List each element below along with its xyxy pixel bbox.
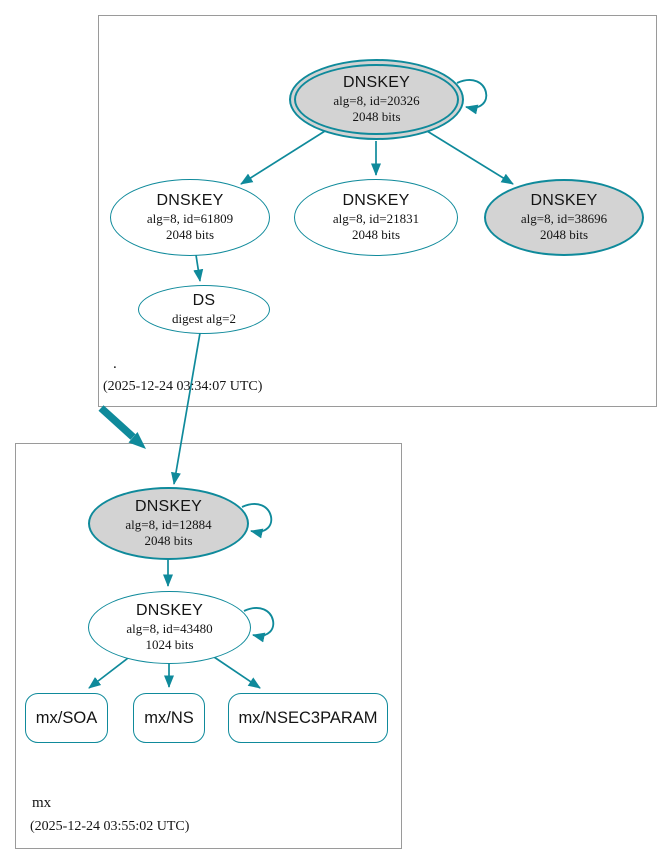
rrset-mx-ns: mx/NS	[133, 693, 205, 743]
edge-root-to-mx-delegation	[98, 405, 136, 440]
edge-ksk20326-to-61809	[240, 130, 326, 185]
selfloop-20326	[456, 79, 488, 115]
ksk-inner-ring: DNSKEY alg=8, id=20326 2048 bits	[294, 64, 459, 135]
edge-ds-to-12884	[171, 332, 201, 485]
edge-ksk20326-to-38696	[426, 130, 514, 185]
selfloop-12884	[241, 503, 273, 539]
node-dnskey-38696: DNSKEY alg=8, id=38696 2048 bits	[484, 179, 644, 256]
rrset-mx-soa: mx/SOA	[25, 693, 108, 743]
rrset-mx-nsec3param: mx/NSEC3PARAM	[228, 693, 388, 743]
delegation-arrowhead	[128, 432, 146, 449]
node-title: DNSKEY	[135, 602, 203, 620]
node-title: DNSKEY	[134, 498, 202, 516]
node-title: DNSKEY	[342, 74, 410, 92]
node-dnskey-43480: DNSKEY alg=8, id=43480 1024 bits	[88, 591, 251, 664]
zone-box-root	[98, 15, 657, 407]
node-title: DNSKEY	[342, 192, 410, 210]
node-id-line: alg=8, id=21831	[332, 211, 420, 227]
node-id-line: alg=8, id=20326	[333, 93, 420, 109]
zone-label-mx: mx	[32, 795, 52, 811]
node-dnskey-20326: DNSKEY alg=8, id=20326 2048 bits	[289, 59, 464, 140]
node-id-line: alg=8, id=12884	[125, 517, 212, 533]
rrset-label: mx/SOA	[35, 708, 98, 727]
ksk-outer-ring: DNSKEY alg=8, id=20326 2048 bits	[289, 59, 464, 140]
edge-43480-to-soa	[88, 657, 129, 689]
node-bits-line: 1024 bits	[145, 636, 194, 652]
rrset-label: mx/NSEC3PARAM	[238, 708, 378, 727]
node-bits-line: 2048 bits	[144, 532, 193, 548]
zone-label-root: .	[113, 356, 117, 372]
node-bits-line: 2048 bits	[352, 108, 401, 124]
edge-43480-to-nsec3param	[213, 656, 261, 689]
node-digest-line: digest alg=2	[171, 311, 237, 327]
node-id-line: alg=8, id=61809	[146, 211, 234, 227]
node-ds: DS digest alg=2	[138, 285, 270, 334]
selfloop-43480	[243, 607, 275, 643]
node-dnskey-12884: DNSKEY alg=8, id=12884 2048 bits	[88, 487, 249, 560]
node-title: DNSKEY	[530, 192, 598, 210]
rrset-label: mx/NS	[144, 708, 194, 727]
node-title: DS	[192, 292, 216, 310]
zone-box-mx	[15, 443, 402, 849]
node-bits-line: 2048 bits	[165, 226, 215, 242]
node-bits-line: 2048 bits	[351, 226, 401, 242]
node-title: DNSKEY	[156, 192, 224, 210]
node-dnskey-21831: DNSKEY alg=8, id=21831 2048 bits	[294, 179, 458, 256]
zone-timestamp-mx: (2025-12-24 03:55:02 UTC)	[30, 819, 190, 834]
zone-timestamp-root: (2025-12-24 03:34:07 UTC)	[103, 379, 263, 394]
node-id-line: alg=8, id=43480	[126, 621, 213, 637]
node-id-line: alg=8, id=38696	[520, 211, 608, 227]
node-bits-line: 2048 bits	[539, 226, 589, 242]
edge-61809-to-ds	[193, 254, 204, 282]
node-dnskey-61809: DNSKEY alg=8, id=61809 2048 bits	[110, 179, 270, 256]
